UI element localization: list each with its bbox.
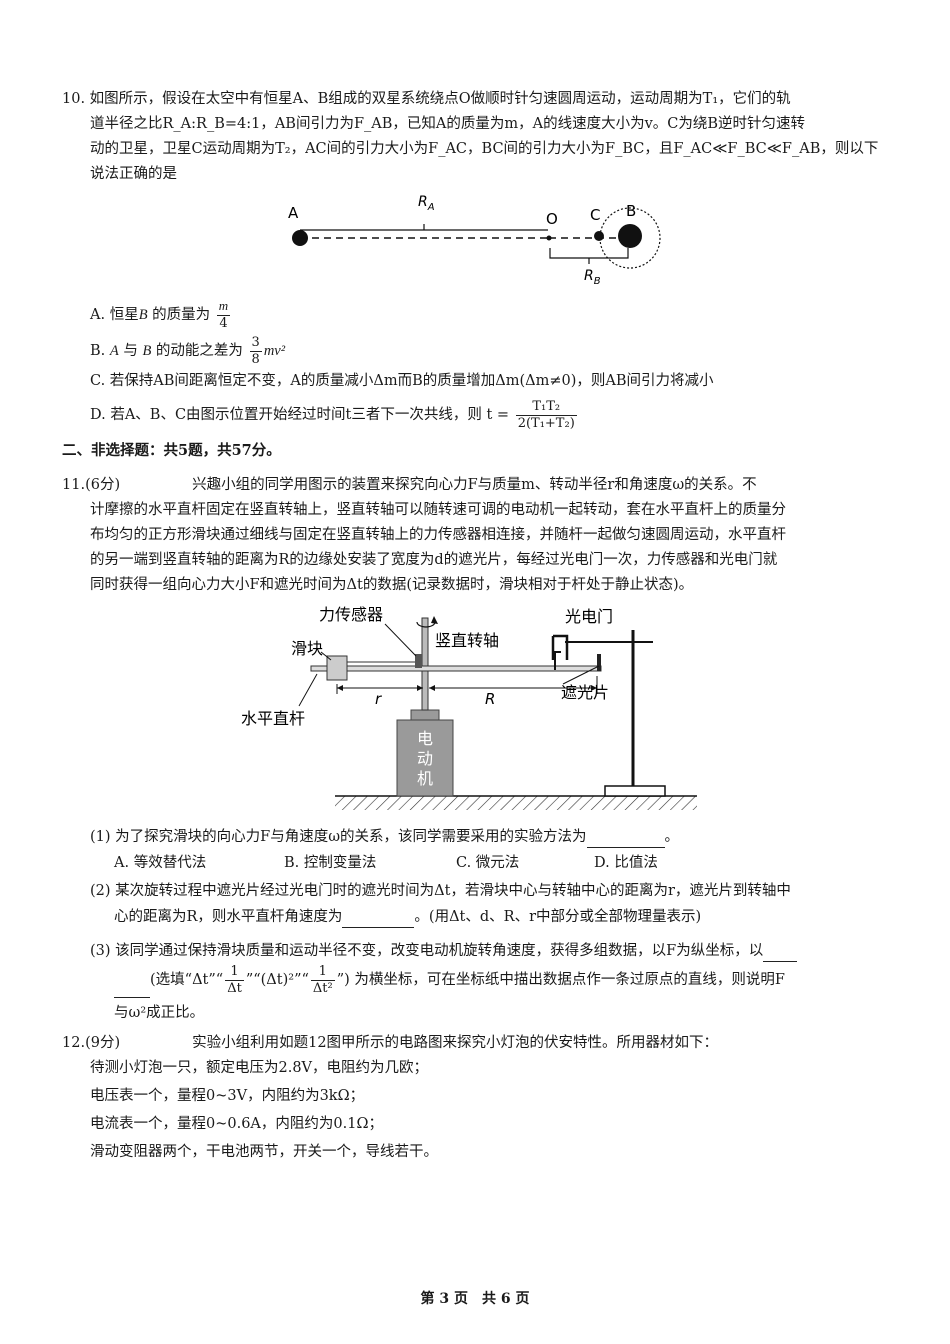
motor-label-2: 动 <box>417 749 433 768</box>
radius-B-bracket <box>549 248 629 259</box>
label-shade: 遮光片 <box>561 683 609 702</box>
q11-part1-options: A. 等效替代法 B. 控制变量法 C. 微元法 D. 比值法 <box>114 852 658 874</box>
label-B: B <box>626 202 636 220</box>
motor-label-3: 机 <box>417 769 433 788</box>
q12-number: 12. <box>62 1035 86 1051</box>
shade-piece <box>597 654 601 671</box>
label-r: r <box>375 690 382 708</box>
q12-line4: 电流表一个，量程0~0.6A，内阻约为0.1Ω； <box>90 1116 383 1132</box>
q11-option-c[interactable]: C. 微元法 <box>456 855 520 871</box>
label-slider: 滑块 <box>291 639 323 658</box>
q11-line1: 11.(6分)兴趣小组的同学用图示的装置来探究向心力F与质量m、转动半径r和角速… <box>62 477 757 493</box>
q11-line5: 同时获得一组向心力大小F和遮光时间为Δt的数据(记录数据时，滑块相对于杆处于静止… <box>90 577 694 593</box>
label-RA-sub: A <box>427 202 435 213</box>
q11-part3-line3: 与ω²成正比。 <box>114 1005 205 1021</box>
q11-apparatus-figure: 电 动 机 r R 力传感器 竖直转轴 光电门 滑块 水平直杆 遮光片 <box>241 605 697 810</box>
q12-line1: 12.(9分)实验小组利用如题12图甲所示的电路图来探究小灯泡的伏安特性。所用器… <box>62 1035 719 1051</box>
label-force-sensor: 力传感器 <box>319 605 383 624</box>
orbit-C <box>599 207 661 269</box>
label-R: R <box>485 690 495 708</box>
label-vertical-axis: 竖直转轴 <box>435 631 499 650</box>
motor-top <box>410 709 440 721</box>
page-footer: 第 3 页 共 6 页 <box>420 1291 530 1307</box>
label-RB: R <box>584 268 594 284</box>
q11-line2: 计摩擦的水平直杆固定在竖直转轴上，竖直转轴可以随转速可调的电动机一起转动，套在水… <box>90 502 786 518</box>
q10-line2: 道半径之比R_A:R_B=4:1，AB间引力为F_AB，已知A的质量为m，A的线… <box>90 116 806 132</box>
q11-line4: 的另一端到竖直转轴的距离为R的边缘处安装了宽度为d的遮光片，每经过光电门一次，力… <box>90 552 778 568</box>
svg-text:RB: RB <box>584 268 601 287</box>
q11-option-b[interactable]: B. 控制变量法 <box>284 855 377 871</box>
svg-text:RA: RA <box>418 194 435 213</box>
section-2-heading: 二、非选择题：共5题，共57分。 <box>62 442 281 459</box>
satellite-C <box>594 231 604 241</box>
q10-binary-star-figure: A RA O C B RB <box>288 194 661 287</box>
q10-line3: 动的卫星，卫星C运动周期为T₂，AC间的引力大小为F_AC，BC间的引力大小为F… <box>90 141 879 157</box>
q10-line1: 10. 如图所示，假设在太空中有恒星A、B组成的双星系统绕点O做顺时针匀速圆周运… <box>62 91 791 107</box>
q10-option-c[interactable]: C. 若保持AB间距离恒定不变，A的质量减小Δm而B的质量增加Δm(Δm≠0)，… <box>90 373 714 389</box>
answer-blank-2[interactable] <box>342 911 415 928</box>
q10-number: 10. <box>62 91 86 107</box>
label-RB-sub: B <box>594 276 601 287</box>
label-horizontal-rod: 水平直杆 <box>241 709 305 728</box>
q11-option-a[interactable]: A. 等效替代法 <box>114 855 207 871</box>
label-C: C <box>590 206 600 224</box>
horizontal-rod <box>310 665 602 672</box>
photogate <box>551 634 569 660</box>
q12-line3: 电压表一个，量程0~3V，内阻约为3kΩ； <box>90 1088 365 1104</box>
q12-score: (9分) <box>85 1035 121 1051</box>
star-B <box>618 224 642 248</box>
q11-score: (6分) <box>85 477 121 493</box>
vertical-shaft <box>421 617 429 711</box>
slider-block <box>326 655 348 681</box>
label-RA: R <box>418 194 428 210</box>
motor-label-1: 电 <box>417 729 433 748</box>
label-O: O <box>546 210 558 228</box>
force-sensor <box>415 654 422 668</box>
stand-base <box>604 785 666 797</box>
answer-blank-3a[interactable] <box>763 945 798 962</box>
answer-blank-1[interactable] <box>586 831 665 848</box>
ground-hatch <box>335 796 697 810</box>
rotation-arrow <box>416 621 436 628</box>
label-photogate: 光电门 <box>565 607 613 626</box>
q11-option-d[interactable]: D. 比值法 <box>594 855 658 871</box>
q12-line2: 待测小灯泡一只，额定电压为2.8V，电阻约为几欧； <box>90 1060 429 1076</box>
q10-line4: 说法正确的是 <box>90 166 177 182</box>
q11-number: 11. <box>62 477 86 493</box>
answer-blank-3b[interactable] <box>114 981 150 998</box>
q12-line5: 滑动变阻器两个，干电池两节，开关一个，导线若干。 <box>90 1144 438 1160</box>
q11-part2-line1: (2) 某次旋转过程中遮光片经过光电门时的遮光时间为Δt，若滑块中心与转轴中心的… <box>90 883 791 899</box>
q11-part1: (1) 为了探究滑块的向心力F与角速度ω的关系，该同学需要采用的实验方法为。 <box>90 826 679 848</box>
q11-part2-line2: 心的距离为R，则水平直杆角速度为。(用Δt、d、R、r中部分或全部物理量表示) <box>114 906 701 928</box>
q11-line3: 布均匀的正方形滑块通过细线与固定在竖直转轴上的力传感器相连接，并随杆一起做匀速圆… <box>90 527 786 543</box>
q11-part3-line1: (3) 该同学通过保持滑块质量和运动半径不变，改变电动机旋转角速度，获得多组数据… <box>90 940 798 962</box>
label-A: A <box>288 204 299 222</box>
